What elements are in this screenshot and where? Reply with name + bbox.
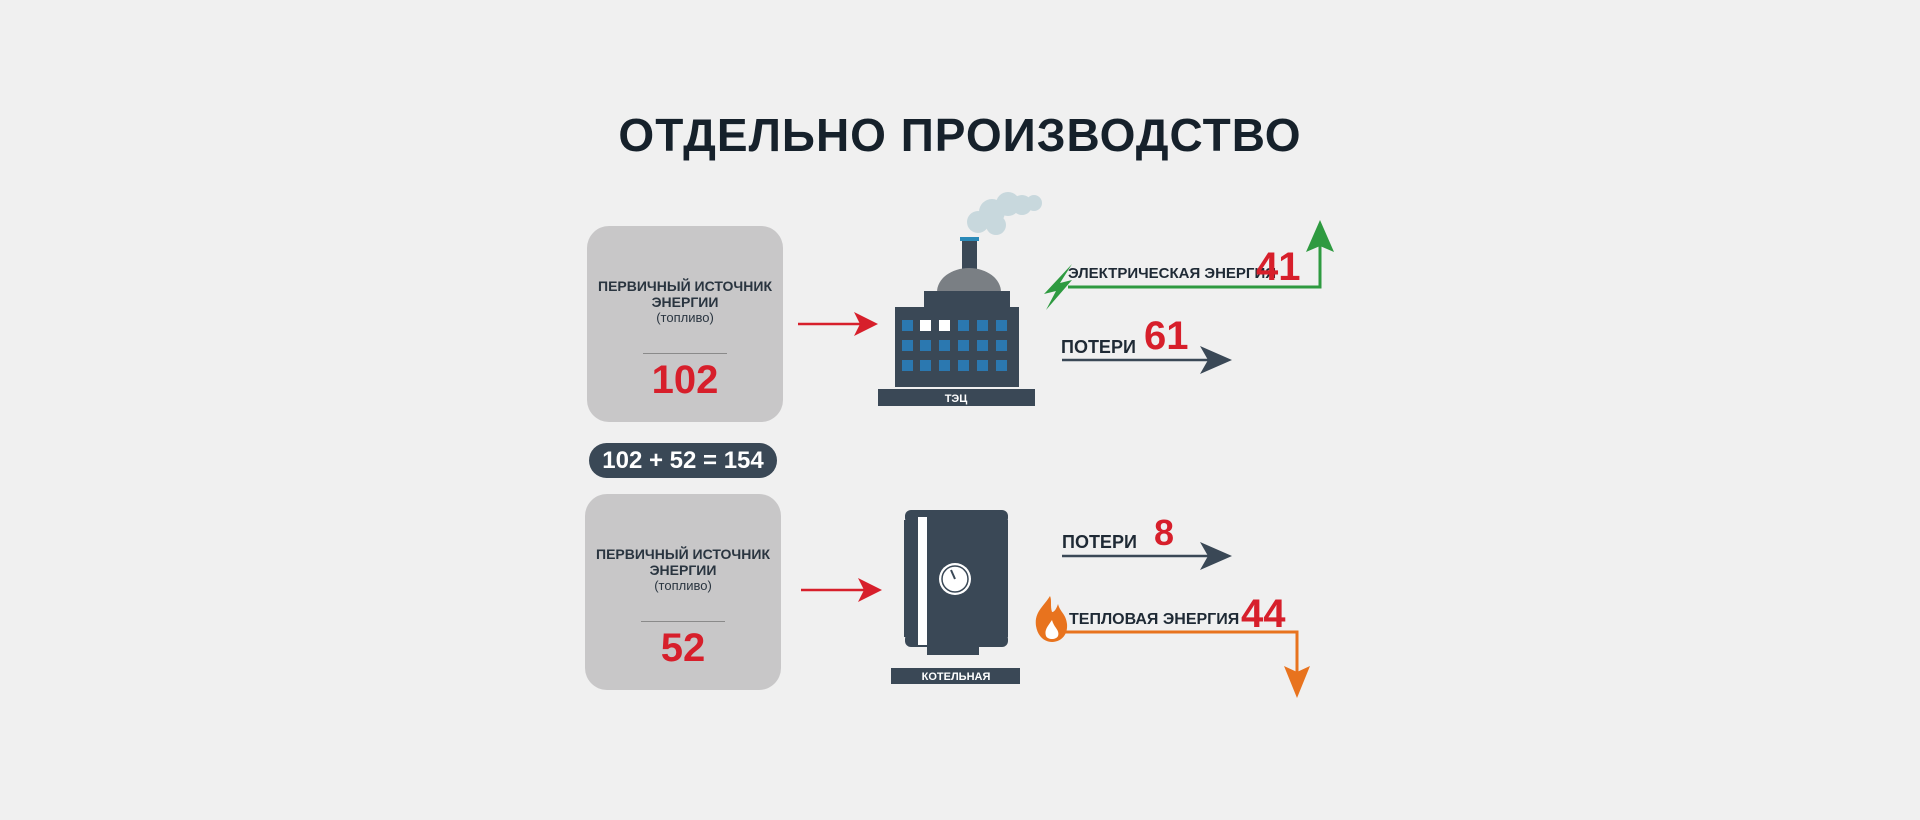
primary-source-sub: (топливо) xyxy=(656,310,714,325)
power-plant-icon: ТЭЦ xyxy=(878,192,1042,406)
input-arrow-boiler xyxy=(801,578,882,602)
divider xyxy=(643,353,727,354)
input-arrow-plant xyxy=(798,312,878,336)
plant-losses-arrow xyxy=(1062,346,1232,374)
primary-source-box-boiler: ПЕРВИЧНЫЙ ИСТОЧНИК ЭНЕРГИИ (топливо) 52 xyxy=(585,494,781,690)
primary-source-label-line1: ПЕРВИЧНЫЙ ИСТОЧНИК xyxy=(598,278,772,294)
primary-source-value: 102 xyxy=(651,358,719,402)
boiler-losses-label: ПОТЕРИ xyxy=(1062,532,1137,552)
plant-label: ТЭЦ xyxy=(945,393,968,405)
heat-output-arrow xyxy=(1035,596,1310,698)
primary-source-value: 52 xyxy=(660,626,706,670)
heat-value: 44 xyxy=(1241,592,1286,636)
plant-losses-label: ПОТЕРИ xyxy=(1061,337,1136,357)
lightning-icon xyxy=(1044,264,1072,310)
boiler-label: КОТЕЛЬНАЯ xyxy=(922,671,991,683)
plant-losses-value: 61 xyxy=(1144,314,1189,358)
boiler-icon: КОТЕЛЬНАЯ xyxy=(891,510,1020,684)
smoke-icon xyxy=(967,192,1042,235)
electric-value: 41 xyxy=(1256,245,1301,289)
electric-label: ЭЛЕКТРИЧЕСКАЯ ЭНЕРГИЯ xyxy=(1068,265,1277,282)
sum-formula-badge: 102 + 52 = 154 xyxy=(589,443,777,478)
plant-windows xyxy=(902,320,1007,371)
primary-source-label: ПЕРВИЧНЫЙ ИСТОЧНИК ЭНЕРГИИ xyxy=(587,278,783,310)
primary-source-label-line2: ЭНЕРГИИ xyxy=(651,294,719,310)
electric-output-arrow xyxy=(1044,220,1334,310)
flame-icon xyxy=(1035,596,1068,642)
primary-source-box-plant: ПЕРВИЧНЫЙ ИСТОЧНИК ЭНЕРГИИ (топливо) 102 xyxy=(587,226,783,422)
boiler-losses-value: 8 xyxy=(1154,512,1175,553)
boiler-losses-arrow xyxy=(1062,542,1232,570)
primary-source-label-line2: ЭНЕРГИИ xyxy=(649,562,717,578)
page-title: ОТДЕЛЬНО ПРОИЗВОДСТВО xyxy=(618,109,1302,161)
divider xyxy=(641,621,725,622)
primary-source-label: ПЕРВИЧНЫЙ ИСТОЧНИК ЭНЕРГИИ xyxy=(585,546,781,578)
primary-source-label-line1: ПЕРВИЧНЫЙ ИСТОЧНИК xyxy=(596,546,770,562)
heat-label: ТЕПЛОВАЯ ЭНЕРГИЯ xyxy=(1069,611,1240,628)
primary-source-sub: (топливо) xyxy=(654,578,712,593)
gauge-icon xyxy=(939,563,971,595)
